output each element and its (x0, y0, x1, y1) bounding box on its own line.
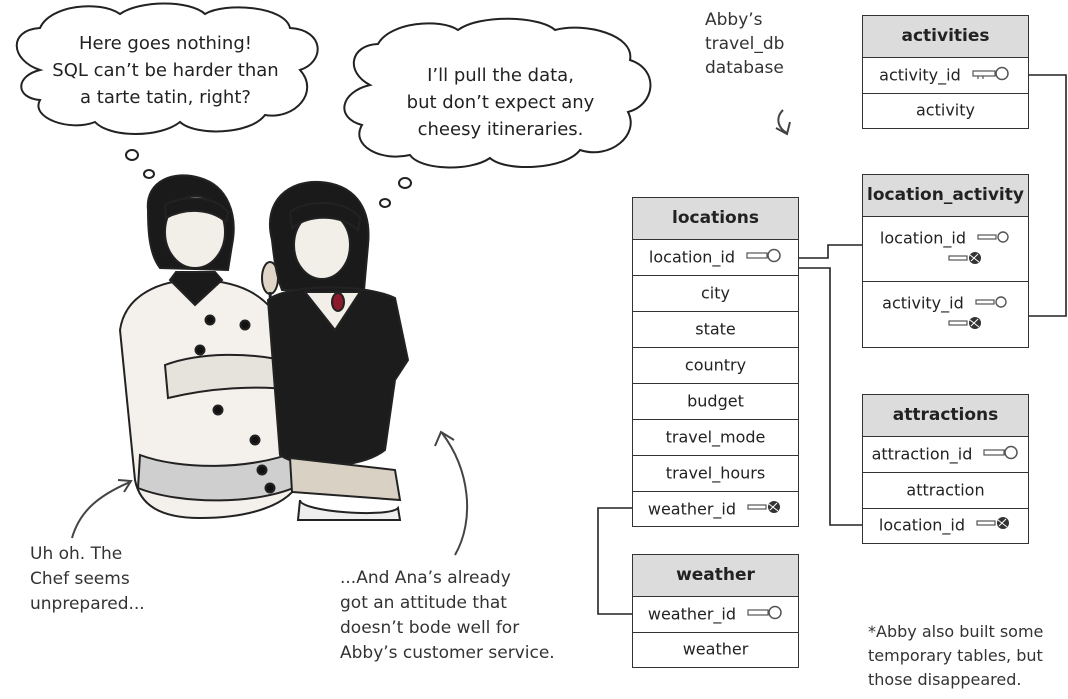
field-row: travel_mode (633, 420, 798, 456)
ana-note: ...And Ana’s already got an attitude tha… (340, 568, 555, 663)
table-title: weather (633, 555, 798, 597)
field-row: attraction_id (863, 437, 1028, 473)
chef-thought-bubble (15, 2, 319, 179)
table-location-activity: location_activity location_id activity_i… (862, 174, 1029, 348)
field-name: location_id (879, 228, 966, 248)
field-name: activity_id (879, 65, 961, 85)
field-row: weather_id (633, 492, 798, 528)
field-name: location_id (648, 247, 735, 267)
footnote: *Abby also built some temporary tables, … (868, 622, 1044, 689)
db-label-arrow (777, 109, 788, 134)
field-row: city (633, 276, 798, 312)
field-row: weather (633, 633, 798, 667)
rel-weather-locations (597, 507, 640, 615)
foreign-key-icon (947, 316, 984, 335)
db-label: Abby’s travel_db database (705, 10, 785, 78)
field-row: attraction (863, 473, 1028, 509)
field-row: location_id (863, 217, 1028, 282)
field-name: location_id (878, 515, 965, 535)
field-name: city (701, 283, 730, 303)
rel-activities-location-activity (1018, 74, 1067, 317)
foreign-key-icon (947, 251, 984, 270)
ana-thought-bubble (343, 17, 652, 208)
field-row: travel_hours (633, 456, 798, 492)
chef-note: Uh oh. The Chef seems unprepared... (30, 544, 145, 614)
table-attractions: attractions attraction_id attraction loc… (862, 394, 1029, 544)
table-title: locations (633, 198, 798, 240)
field-name: state (695, 319, 736, 339)
ana-figure (266, 180, 410, 521)
relationship-lines (597, 74, 1067, 615)
foreign-key-icon (747, 493, 783, 527)
table-title: attractions (863, 395, 1028, 437)
field-name: activity (916, 100, 975, 120)
field-name: activity_id (882, 293, 964, 313)
field-name: travel_hours (665, 463, 766, 483)
table-title: location_activity (863, 175, 1028, 217)
field-row: location_id (863, 509, 1028, 543)
key-icon (972, 59, 1012, 93)
rel-locations-attractions (790, 267, 872, 526)
chef-note-arrow (71, 481, 131, 539)
key-icon (983, 438, 1019, 472)
key-icon (977, 228, 1011, 250)
field-row: weather_id (633, 597, 798, 633)
field-name: attraction_id (871, 444, 973, 464)
field-row: country (633, 348, 798, 384)
key-icon (746, 241, 782, 275)
table-activities: activities activity_id activity (862, 15, 1029, 129)
field-row: state (633, 312, 798, 348)
rel-locations-location-activity (790, 244, 872, 259)
key-icon (747, 598, 783, 632)
field-name: weather (682, 639, 749, 659)
field-row: activity (863, 94, 1028, 128)
chef-bubble-text: Here goes nothing! SQL can’t be harder t… (52, 33, 279, 108)
field-name: weather_id (647, 604, 737, 624)
foreign-key-icon (976, 510, 1012, 542)
chef-figure (118, 174, 302, 520)
field-name: country (684, 355, 747, 375)
field-row: budget (633, 384, 798, 420)
key-icon (975, 293, 1009, 315)
table-title: activities (863, 16, 1028, 58)
table-locations: locations location_id city state country… (632, 197, 799, 527)
table-weather: weather weather_id weather (632, 554, 799, 668)
ana-note-arrow (441, 432, 469, 556)
field-row: activity_id (863, 58, 1028, 94)
field-name: weather_id (647, 499, 737, 519)
field-name: budget (687, 391, 744, 411)
ana-bubble-text: I’ll pull the data, but don’t expect any… (406, 65, 595, 140)
field-row: activity_id (863, 282, 1028, 347)
field-name: travel_mode (665, 427, 766, 447)
field-row: location_id (633, 240, 798, 276)
field-name: attraction (906, 480, 985, 500)
